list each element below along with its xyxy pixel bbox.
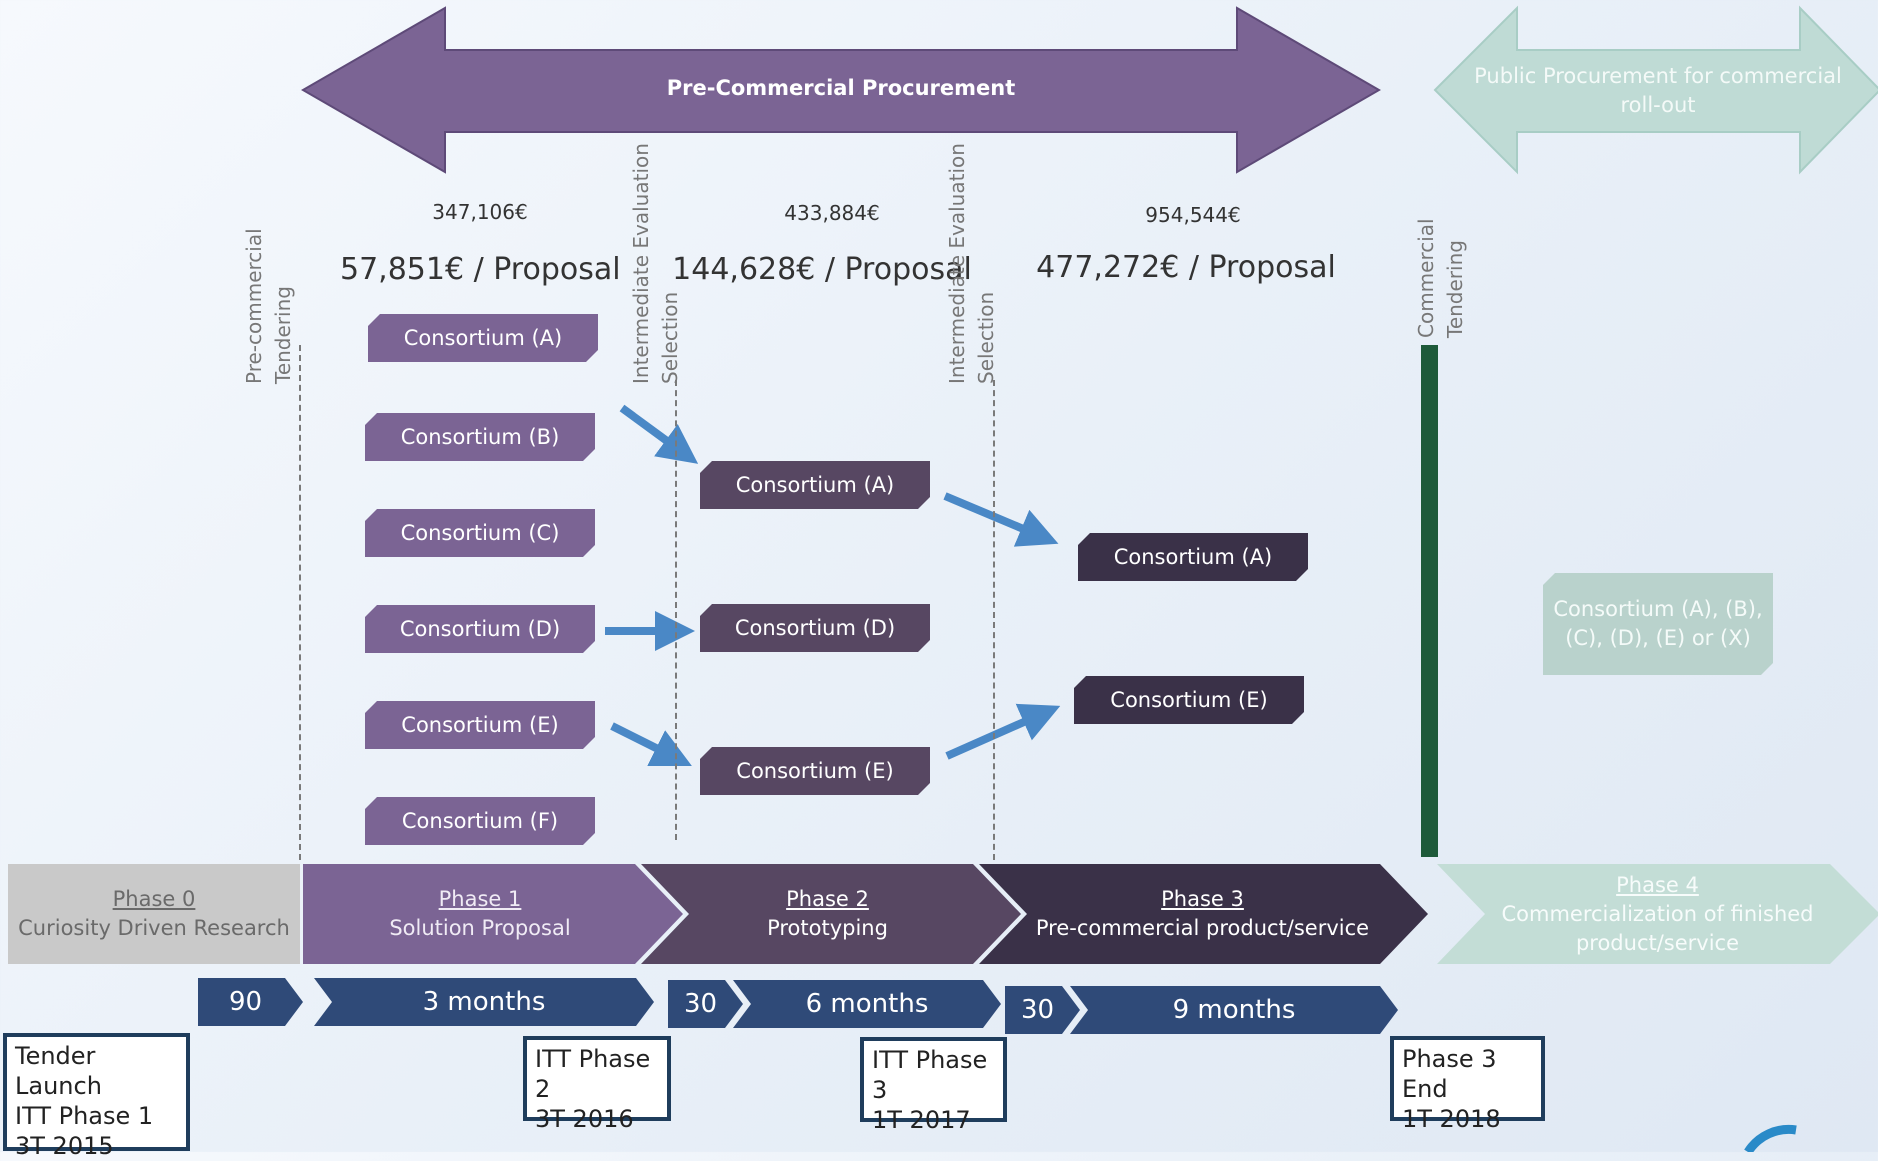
phase1-consortium-c: Consortium (C): [365, 509, 595, 557]
ppc-double-arrow: [1433, 5, 1878, 175]
phase3-label: Phase 3 Pre-commercial product/service: [1030, 864, 1375, 964]
phase4-subtitle: Commercialization of finished product/se…: [1501, 901, 1814, 955]
logo-arc-icon: [1744, 1124, 1797, 1152]
duration-90: 90: [228, 987, 263, 1017]
duration-chevron-6m: [733, 980, 1001, 1028]
phase3-title: Phase 3: [1161, 887, 1244, 911]
phase3-total: 954,544€: [1145, 203, 1241, 227]
milestone-phase3-end: Phase 3 End 1T 2018: [1390, 1036, 1545, 1133]
phase3-block: [979, 864, 1428, 964]
phase2-label: Phase 2 Prototyping: [700, 864, 955, 964]
phase3-consortium-a: Consortium (A): [1078, 533, 1308, 581]
phase0-label: Phase 0 Curiosity Driven Research: [8, 864, 300, 964]
phase1-title: Phase 1: [438, 887, 522, 911]
phase2-per-proposal: 144,628€ / Proposal: [672, 252, 972, 287]
duration-chevron-30a: [668, 980, 743, 1028]
eval2-separator: [993, 380, 995, 860]
phase1-per-proposal: 57,851€ / Proposal: [340, 252, 621, 287]
phase1-label: Phase 1 Solution Proposal: [340, 864, 620, 964]
commercial-tendering-label: Commercial Tendering: [1414, 218, 1467, 338]
phase0-subtitle: Curiosity Driven Research: [18, 916, 290, 940]
phase2-title: Phase 2: [786, 887, 869, 911]
ppc-label: Public Procurement for commercial roll-o…: [1474, 64, 1842, 117]
phase1-consortium-a: Consortium (A): [368, 314, 598, 362]
duration-9-months: 9 months: [1172, 995, 1296, 1025]
arrow-b-to-a: [619, 404, 699, 464]
milestone-tender-launch: Tender Launch ITT Phase 1 3T 2015: [3, 1033, 190, 1160]
phase4-label: Phase 4 Commercialization of finished pr…: [1490, 864, 1825, 964]
duration-chevron-3m: [314, 978, 654, 1026]
duration-chevron-30b: [1005, 986, 1080, 1034]
phase4-block: [1437, 864, 1878, 964]
phase2-block: [641, 864, 1021, 964]
duration-3-months: 3 months: [422, 987, 546, 1017]
phase2-consortium-a: Consortium (A): [700, 461, 930, 509]
phase2-consortium-e: Consortium (E): [700, 747, 930, 795]
phase2-total: 433,884€: [784, 201, 880, 225]
eval1-label: Intermediate Evaluation Selection: [629, 143, 682, 384]
phase3-per-proposal: 477,272€ / Proposal: [1036, 250, 1336, 285]
milestone-itt-phase3: ITT Phase 3 1T 2017: [860, 1037, 1007, 1134]
phase1-consortium-d: Consortium (D): [365, 605, 595, 653]
commercial-tendering-bar: [1421, 345, 1438, 857]
eval2-label: Intermediate Evaluation Selection: [945, 143, 998, 384]
pre-commercial-separator: [299, 345, 301, 860]
duration-chevron-9m: [1070, 986, 1398, 1034]
duration-30a: 30: [683, 989, 718, 1019]
phase1-block: [303, 864, 683, 964]
arrow-a-to-a3: [943, 492, 1059, 547]
duration-30b: 30: [1020, 995, 1055, 1025]
phase1-total: 347,106€: [432, 200, 528, 224]
milestone-itt-phase2: ITT Phase 2 3T 2016: [523, 1036, 671, 1133]
phase4-consortia: Consortium (A), (B), (C), (D), (E) or (X…: [1543, 573, 1773, 675]
duration-chevron-90: [198, 978, 303, 1026]
pre-commercial-tendering-label: Pre-commercial Tendering: [242, 228, 295, 384]
phase4-title: Phase 4: [1616, 872, 1699, 897]
eval1-separator: [675, 380, 677, 840]
pcp-double-arrow: [301, 6, 1381, 174]
phase2-consortium-d: Consortium (D): [700, 604, 930, 652]
phase0-block: [8, 864, 300, 964]
pcp-label: Pre-Commercial Procurement: [666, 76, 1016, 100]
arrow-e-to-e: [610, 722, 692, 766]
phase1-consortium-f: Consortium (F): [365, 797, 595, 845]
phase1-consortium-e: Consortium (E): [365, 701, 595, 749]
phase2-subtitle: Prototyping: [767, 916, 888, 940]
phase1-consortium-b: Consortium (B): [365, 413, 595, 461]
phase3-subtitle: Pre-commercial product/service: [1035, 916, 1370, 940]
phase1-subtitle: Solution Proposal: [389, 916, 571, 940]
phase3-consortium-e: Consortium (E): [1074, 676, 1304, 724]
phase0-title: Phase 0: [112, 887, 196, 911]
duration-6-months: 6 months: [805, 989, 929, 1019]
